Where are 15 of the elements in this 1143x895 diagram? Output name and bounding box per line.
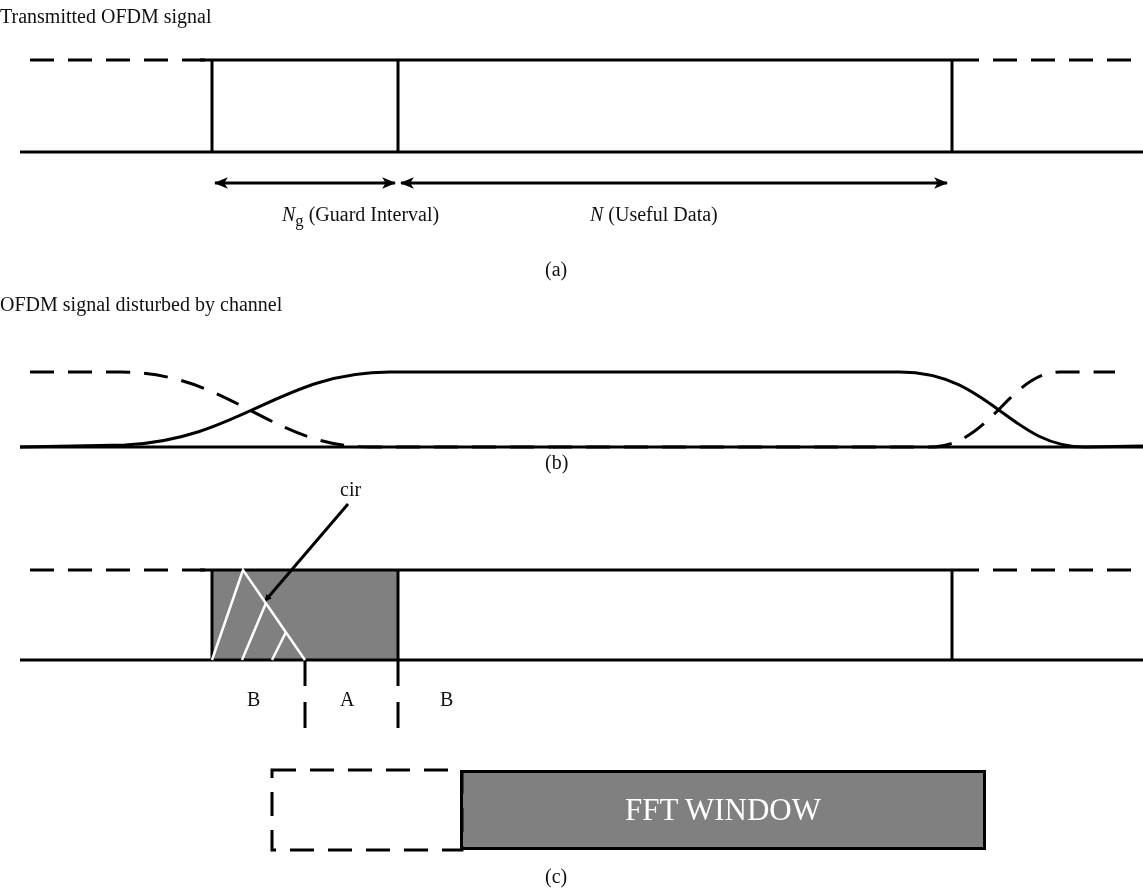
dimension-label: N$_{g}$ (Guard Interval) — [282, 202, 440, 231]
hatched-triangle — [208, 566, 309, 662]
dashed-box — [270, 768, 464, 852]
panel-label: (b) — [545, 450, 569, 474]
region-label: B — [440, 687, 454, 711]
window-label: FFT WINDOW — [624, 792, 822, 828]
dimension-label: N (Useful Data) — [590, 202, 718, 226]
heading: Transmitted OFDM signal — [0, 4, 212, 28]
region-label: B — [247, 687, 261, 711]
region-label: A — [340, 687, 355, 711]
annotation-label: cir — [340, 478, 362, 500]
leader-arrow — [263, 503, 350, 602]
panel-label: (c) — [545, 864, 568, 888]
heading: OFDM signal disturbed by channel — [0, 292, 283, 316]
panel-label: (a) — [545, 257, 568, 281]
